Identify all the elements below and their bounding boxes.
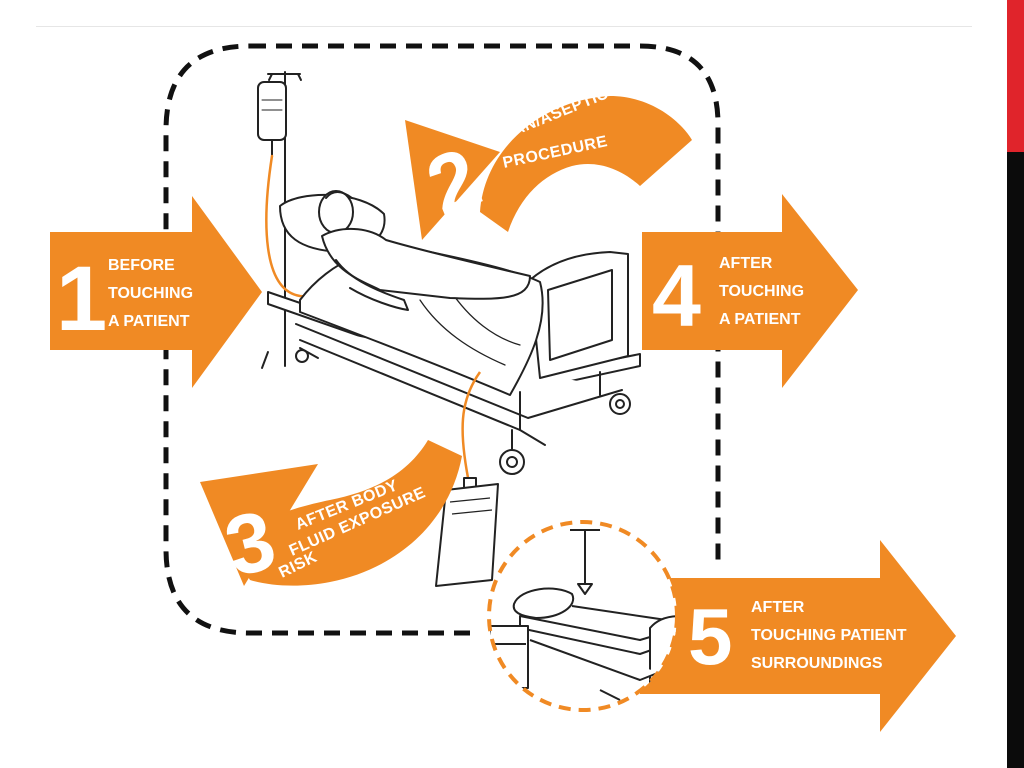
top-rule [36,26,972,27]
moment-1-arrow [50,196,262,388]
moment-4-line-1: AFTER [719,255,773,272]
moment-5-line-2: TOUCHING PATIENT [751,627,907,644]
moment-1-number: 1 [56,248,107,350]
moment-1-line-2: TOUCHING [108,285,193,302]
patient-zone-boundary [163,43,721,636]
moment-4-number: 4 [652,246,701,345]
moment-2-arrow [405,96,692,240]
moment-4-line-2: TOUCHING [719,283,804,300]
moment-4-line-3: A PATIENT [719,311,801,328]
urine-drainage-bag-icon [435,371,499,587]
moment-1-line-3: A PATIENT [108,313,190,330]
moment-3-arrow [200,440,462,586]
moment-4-arrow [642,194,858,388]
patient-in-bed-illustration [257,71,641,475]
moment-5-line-3: SURROUNDINGS [751,655,883,672]
moment-5-number: 5 [688,592,733,681]
side-bar-accent [1007,0,1024,152]
moment-1-line-1: BEFORE [108,257,175,274]
moment-5-arrow [640,540,956,732]
moment-5-line-1: AFTER [751,599,805,616]
side-bar [1007,0,1024,768]
